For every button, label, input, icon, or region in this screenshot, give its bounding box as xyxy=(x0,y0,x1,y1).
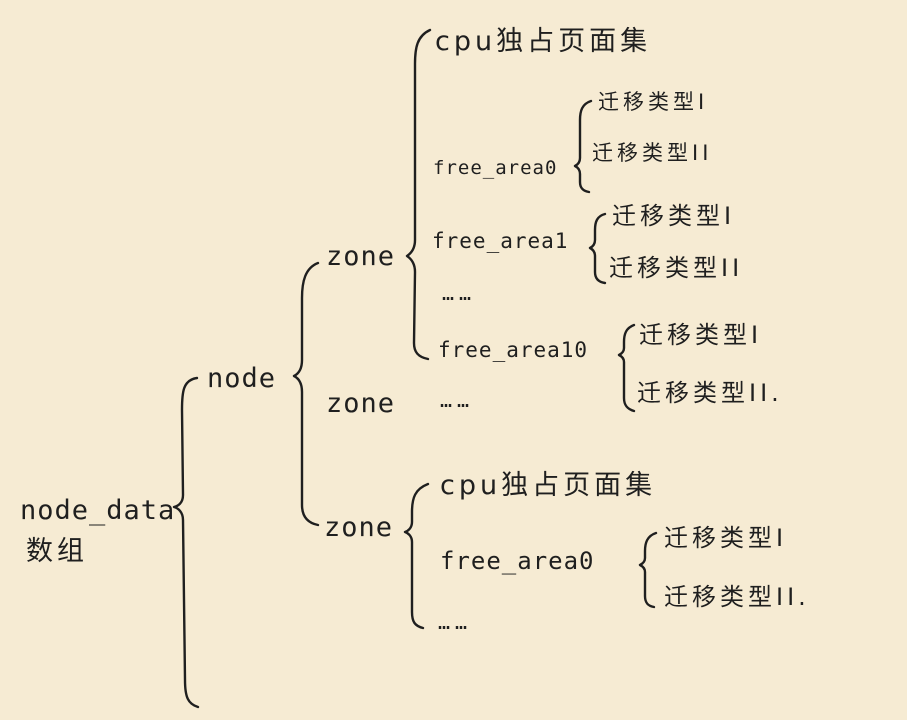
migrate-type-2-label: 迁移类型II. xyxy=(664,583,810,611)
brace-free-area10 xyxy=(617,323,636,413)
zone-label-1: zone xyxy=(326,241,396,272)
migrate-type-2-label: 迁移类型II xyxy=(609,254,744,282)
free-area10-label: free_area10 xyxy=(438,338,589,362)
zone-label-3: zone xyxy=(324,512,394,543)
migrate-type-2-label: 迁移类型II xyxy=(592,141,713,165)
free-area1-label: free_area1 xyxy=(432,229,569,253)
node-label: node xyxy=(207,363,277,394)
migrate-type-1-label: 迁移类型I xyxy=(664,524,788,552)
migrate-type-1-label: 迁移类型I xyxy=(598,90,709,114)
migrate-type-1-label: 迁移类型I xyxy=(639,321,763,349)
array-label: 数组 xyxy=(26,536,88,567)
brace-root xyxy=(172,376,200,709)
node-data-label: node_data xyxy=(20,495,176,526)
cpu-pages-label-z1: cpu独占页面集 xyxy=(435,26,652,57)
brace-zone-1 xyxy=(405,28,432,361)
brace-free-area0-z3 xyxy=(638,531,658,609)
zone-label-2: zone xyxy=(326,388,396,419)
migrate-type-2-label: 迁移类型II. xyxy=(637,379,783,407)
ellipsis-z2: …… xyxy=(440,388,475,412)
cpu-pages-label-z3: cpu独占页面集 xyxy=(440,470,657,501)
migrate-type-1-label: 迁移类型I xyxy=(612,202,736,230)
ellipsis-z1: …… xyxy=(442,281,477,305)
free-area0-label-z1: free_area0 xyxy=(433,157,558,179)
brace-node xyxy=(292,261,320,527)
ellipsis-z3: …… xyxy=(438,610,473,634)
brace-zone-3 xyxy=(403,482,430,630)
brace-free-area0-z1 xyxy=(573,99,593,194)
brace-free-area1 xyxy=(588,212,607,285)
free-area0-label-z3: free_area0 xyxy=(440,547,595,575)
